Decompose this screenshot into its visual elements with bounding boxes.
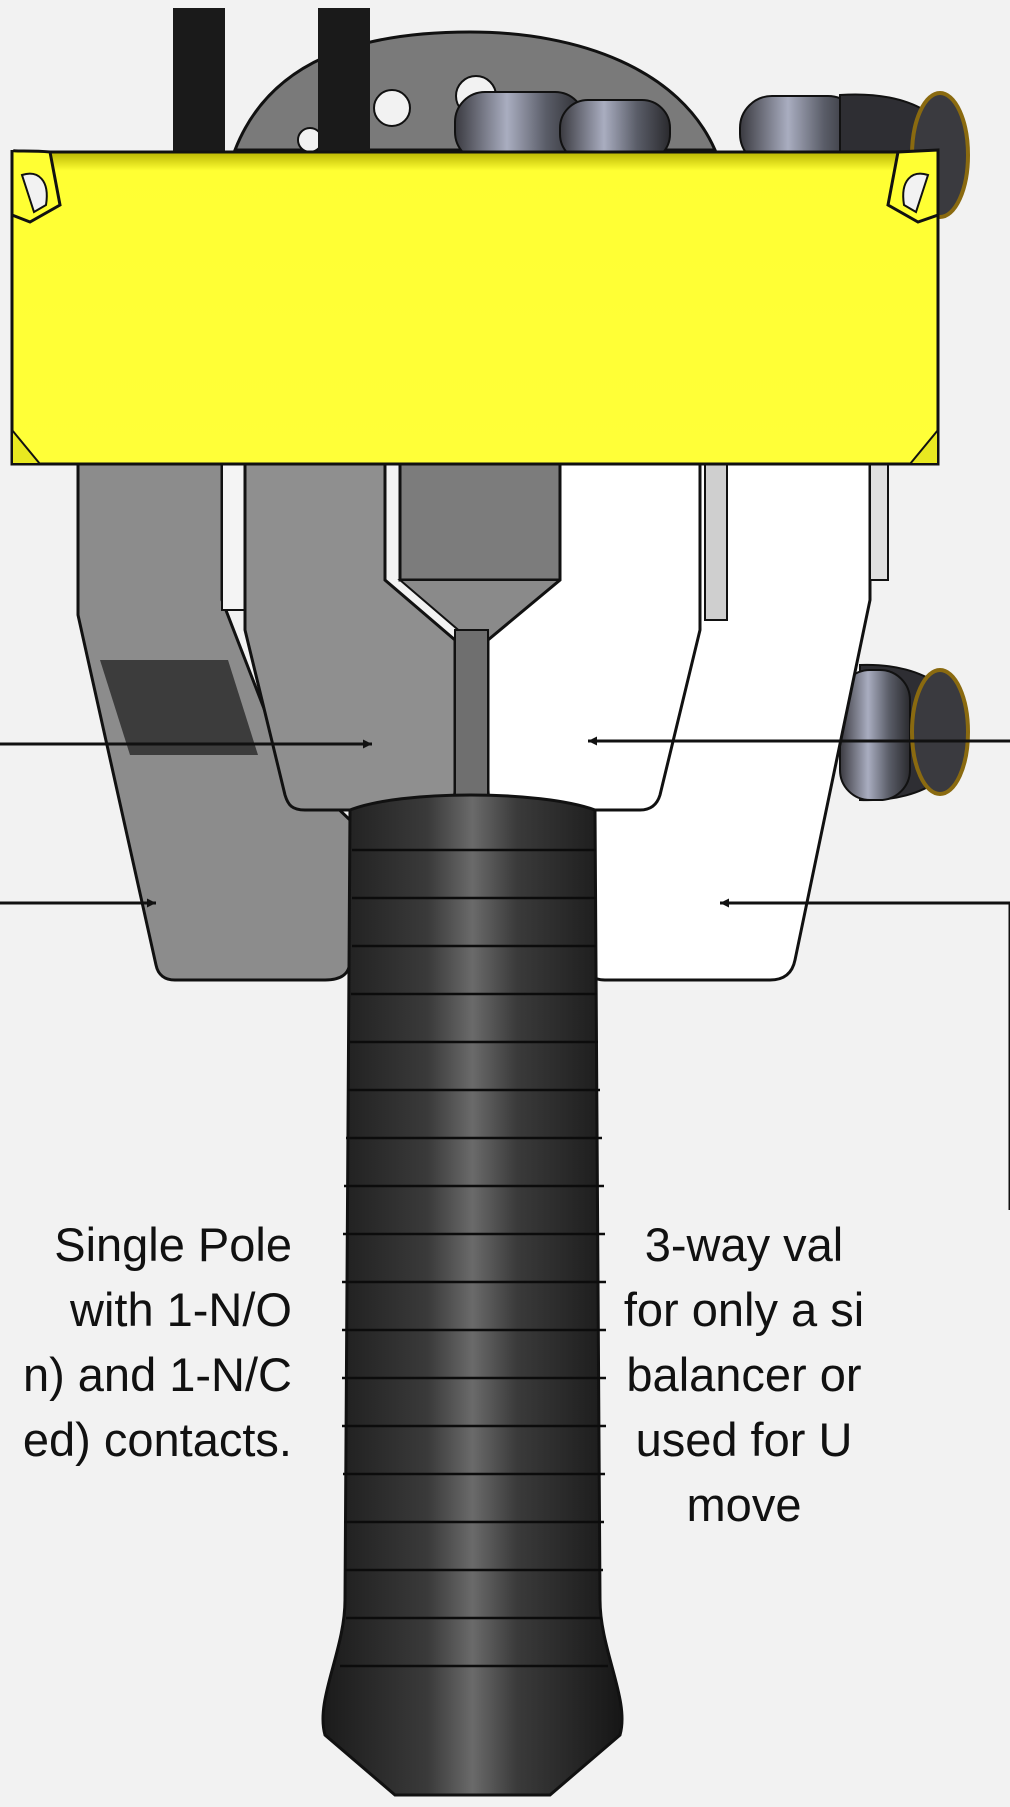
caption-right-line-1: 3-way val [644,1218,844,1271]
caption-right-line-2: for only a si [623,1283,865,1336]
callout-arrow-icon [0,736,1010,1210]
caption-left-line-2: with 1-N/O [70,1283,292,1336]
caption-left-line-4: ed) contacts. [22,1413,292,1466]
caption-right: 3-way val for only a si balancer or used… [484,1212,1004,1537]
center-stem [454,629,489,816]
inner-lever-left [243,458,563,812]
side-fitting-icon [839,663,970,802]
lever-left-icon [76,458,352,982]
lever-right-icon [583,458,889,982]
switch-housing-icon [10,148,940,466]
cable-icon [173,8,370,158]
caption-right-line-5: move [686,1478,802,1531]
caption-left-line-3: n) and 1-N/C [22,1348,292,1401]
handle-grip-icon [321,793,624,1797]
caption-left-line-1: Single Pole [54,1218,292,1271]
caption-right-line-4: used for U [635,1413,853,1466]
caption-left: Single Pole with 1-N/O n) and 1-N/C ed) … [23,1212,292,1472]
caption-right-line-3: balancer or [626,1348,862,1401]
